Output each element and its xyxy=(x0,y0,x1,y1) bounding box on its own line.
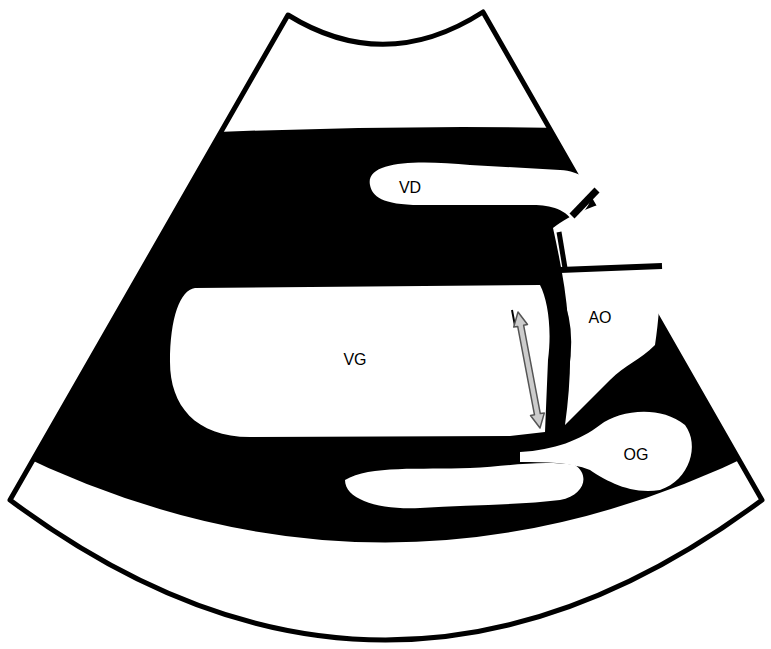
measurement-arrow xyxy=(514,312,545,428)
chamber-label-box: AO xyxy=(588,309,611,327)
chamber-label-box: VG xyxy=(343,351,366,369)
aorta xyxy=(553,196,661,425)
chamber-label-box: VD xyxy=(399,179,421,197)
right-ventricle xyxy=(370,162,592,220)
chamber-label: AO xyxy=(588,309,611,326)
chamber-label: VD xyxy=(399,179,421,196)
left-ventricle xyxy=(170,285,550,437)
chamber-label-box: OG xyxy=(624,446,649,464)
chamber-label: VG xyxy=(343,351,366,368)
valve-line xyxy=(560,266,662,270)
tissue-region xyxy=(0,127,771,543)
chamber-label: OG xyxy=(624,446,649,463)
valve-line xyxy=(559,232,565,268)
posterior-space xyxy=(345,463,583,508)
aortic-wall xyxy=(548,282,568,434)
valve-line xyxy=(572,190,597,216)
